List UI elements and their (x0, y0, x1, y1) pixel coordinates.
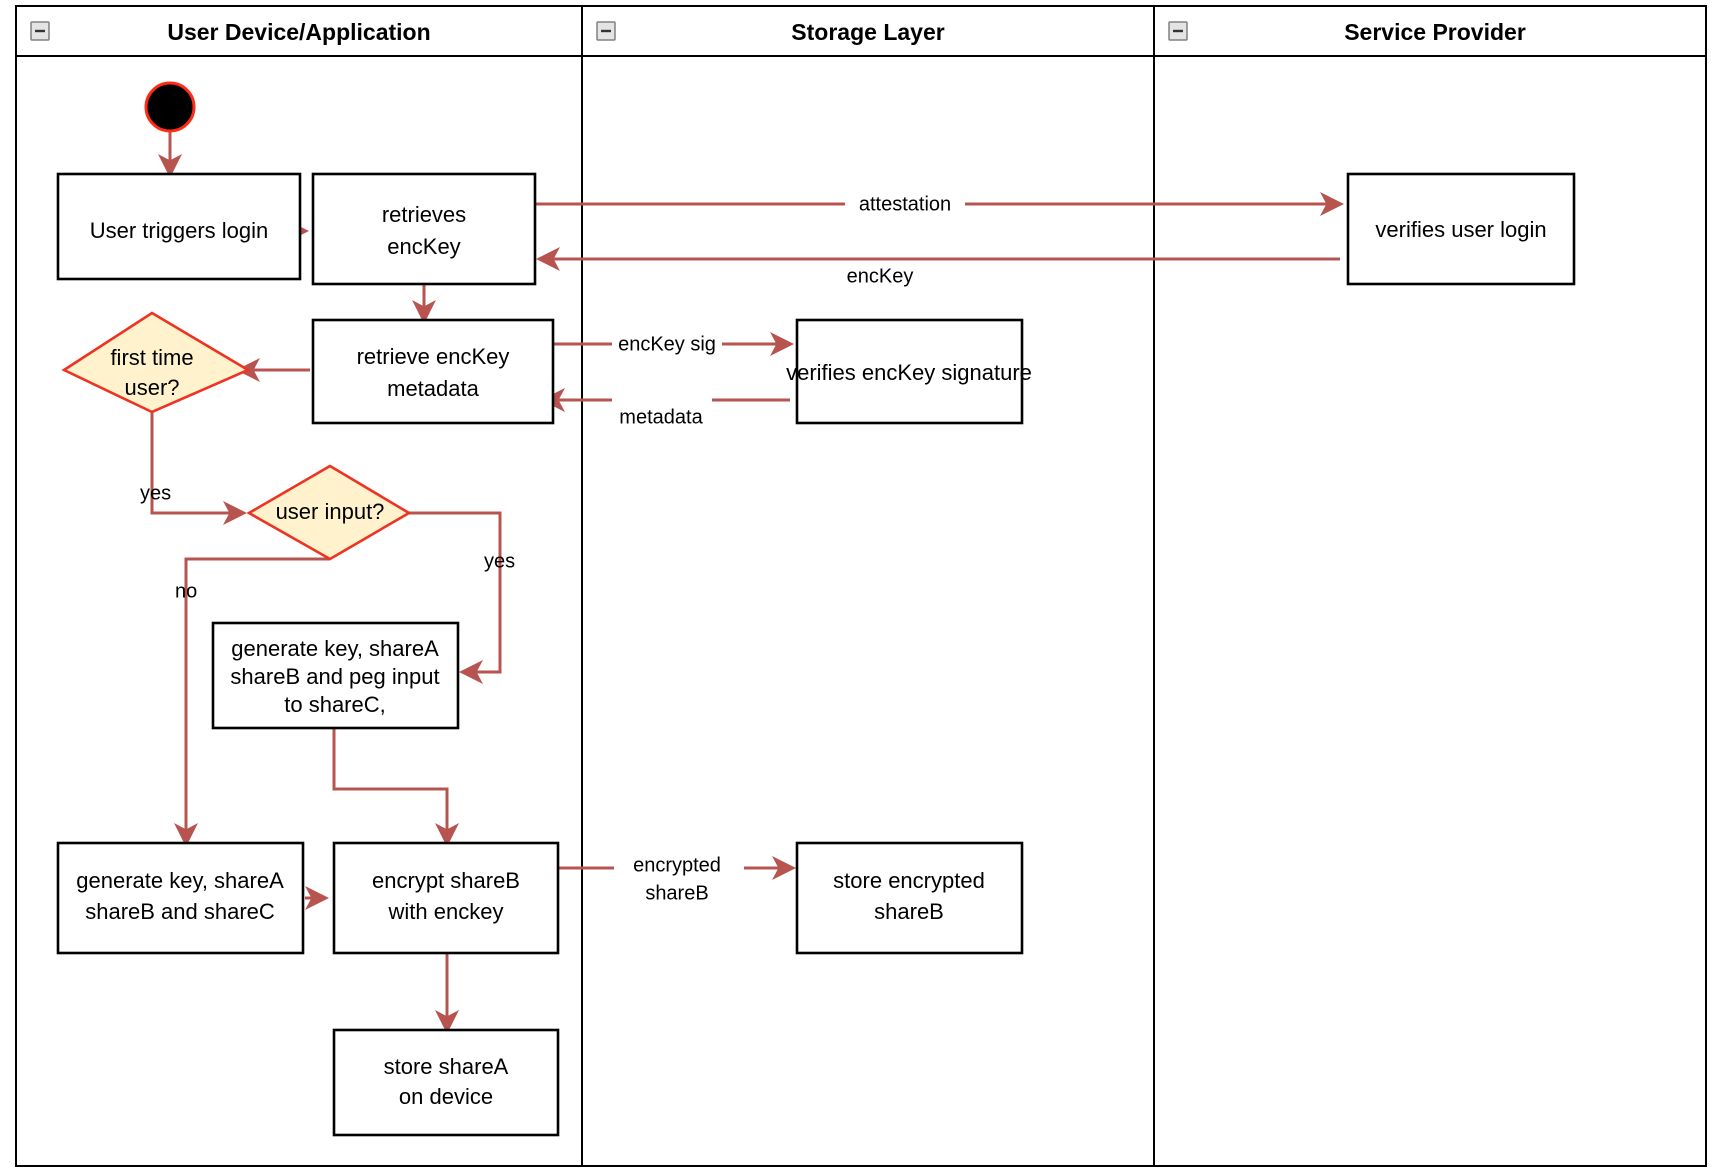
collapse-minus-icon[interactable] (30, 21, 50, 41)
edge-label-yes-user-input: yes (484, 550, 515, 572)
edge-label-encrypted-shareb: encrypted shareB (614, 854, 744, 904)
node-label-line2: shareB (874, 899, 944, 924)
node-label-line2: encKey (387, 234, 460, 259)
node-label-line2: metadata (387, 376, 479, 401)
lane-title-service: Service Provider (1344, 19, 1526, 45)
node-label: verifies encKey signature (786, 360, 1032, 385)
svg-text:encKey sig: encKey sig (618, 333, 716, 355)
node-label: verifies user login (1375, 217, 1546, 242)
node-label-line1: encrypt shareB (372, 868, 520, 893)
edge-peg-to-encrypt (332, 728, 459, 847)
svg-text:yes: yes (140, 482, 171, 504)
node-generate-key-peg[interactable]: generate key, shareA shareB and peg inpu… (211, 621, 460, 730)
lane-body-storage (581, 55, 1155, 1167)
node-label-line2: user? (124, 375, 179, 400)
lane-header-storage (581, 5, 1155, 57)
node-label-line1: retrieve encKey (357, 344, 510, 369)
node-label-line2: on device (399, 1084, 493, 1109)
node-store-sharea-on-device[interactable]: store shareA on device (332, 1028, 560, 1137)
node-retrieve-enckey-metadata[interactable]: retrieve encKey metadata (311, 318, 555, 425)
edge-label-metadata: metadata (612, 394, 712, 428)
node-label-line3: to shareC, (284, 692, 386, 717)
node-retrieves-enckey[interactable]: retrieves encKey (311, 172, 537, 286)
svg-text:no: no (175, 580, 197, 602)
edge-userinput-yes (409, 511, 502, 684)
node-label-line1: first time (110, 345, 193, 370)
start-node-circle (144, 81, 196, 133)
edge-label-no-user-input: no (175, 580, 197, 602)
svg-text:encKey: encKey (847, 265, 914, 287)
node-label-line1: store shareA (384, 1054, 509, 1079)
edge-label-yes-first-time: yes (140, 482, 171, 504)
lane-title-storage: Storage Layer (791, 19, 944, 45)
svg-text:shareB: shareB (645, 882, 708, 904)
node-user-triggers-login[interactable]: User triggers login (56, 172, 302, 281)
edge-label-enckey: encKey (847, 265, 914, 287)
swimlane-storage[interactable]: Storage Layer (581, 5, 1155, 1167)
svg-text:metadata: metadata (619, 406, 703, 428)
node-first-time-user[interactable]: first time user? (61, 311, 251, 414)
node-store-encrypted-shareb[interactable]: store encrypted shareB (795, 841, 1024, 955)
node-user-input[interactable]: user input? (246, 464, 412, 561)
node-label-line1: store encrypted (833, 868, 985, 893)
node-generate-key-shares[interactable]: generate key, shareA shareB and shareC (56, 841, 305, 955)
svg-text:encrypted: encrypted (633, 854, 721, 876)
node-label: user input? (276, 499, 385, 524)
start-node[interactable] (144, 81, 196, 133)
collapse-minus-icon[interactable] (596, 21, 616, 41)
edge-userinput-no (174, 557, 330, 847)
lane-header-user-device (15, 5, 583, 57)
lane-title-user-device: User Device/Application (167, 19, 430, 45)
edge-label-enckey-sig: encKey sig (612, 332, 722, 356)
node-label-line1: retrieves (382, 202, 466, 227)
svg-text:yes: yes (484, 550, 515, 572)
node-label-line1: generate key, shareA (231, 636, 439, 661)
edge-label-attestation: attestation (845, 192, 965, 216)
collapse-minus-icon[interactable] (1168, 21, 1188, 41)
node-label-line1: generate key, shareA (76, 868, 284, 893)
node-label-line2: shareB and peg input (230, 664, 439, 689)
edge-firsttime-yes (150, 412, 247, 525)
svg-text:attestation: attestation (859, 193, 951, 215)
node-verifies-enckey-signature[interactable]: verifies encKey signature (786, 318, 1032, 425)
node-verifies-user-login[interactable]: verifies user login (1346, 172, 1576, 286)
lane-header-service (1153, 5, 1707, 57)
node-label-line2: shareB and shareC (85, 899, 275, 924)
node-encrypt-shareb[interactable]: encrypt shareB with enckey (332, 841, 560, 955)
node-label-line2: with enckey (388, 899, 504, 924)
node-label: User triggers login (90, 218, 269, 243)
